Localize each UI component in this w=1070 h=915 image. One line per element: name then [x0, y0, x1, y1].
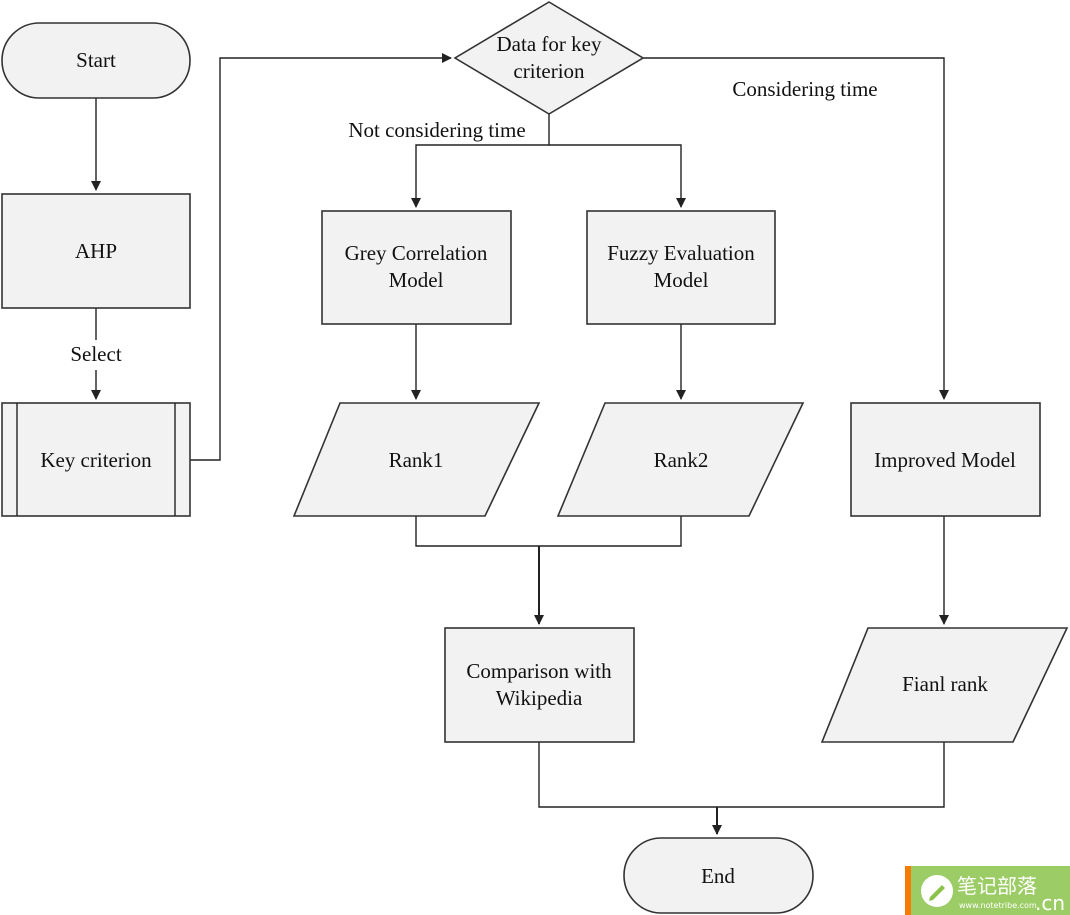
comparison-node: Comparison with Wikipedia [444, 627, 635, 743]
rank1-label: Rank1 [389, 448, 444, 472]
improved-model-node: Improved Model [850, 402, 1041, 517]
connector-split-fuzzy [549, 144, 686, 208]
fuzzy-evaluation-node: Fuzzy Evaluation Model [586, 210, 776, 325]
end-node: End [623, 837, 814, 914]
ahp-node: AHP [1, 193, 191, 309]
final-rank-node: Fianl rank [820, 627, 1069, 743]
fuzzy-evaluation-label-line2: Model [654, 268, 709, 292]
considering-time-label: Considering time [732, 77, 877, 101]
ahp-label: AHP [75, 239, 117, 263]
grey-correlation-node: Grey Correlation Model [321, 210, 512, 325]
grey-correlation-label-line2: Model [389, 268, 444, 292]
select-label: Select [70, 342, 121, 366]
comparison-label-line1: Comparison with [466, 659, 612, 683]
key-criterion-label: Key criterion [40, 448, 152, 472]
rank2-node: Rank2 [556, 402, 805, 517]
key-criterion-node: Key criterion [1, 402, 191, 517]
rank1-node: Rank1 [292, 402, 541, 517]
watermark-brand: 笔记部落 [957, 874, 1037, 898]
decision-label-line1: Data for key [497, 32, 602, 56]
improved-model-label: Improved Model [874, 448, 1016, 472]
connector-outputs-merge [538, 742, 945, 808]
fuzzy-evaluation-label-line1: Fuzzy Evaluation [607, 241, 755, 265]
connector-ranks-merge [415, 516, 682, 547]
connector-key-criterion-decision [190, 53, 452, 461]
start-node: Start [1, 22, 191, 99]
final-rank-label: Fianl rank [902, 672, 988, 696]
watermark-logo: 笔记部落 .cn www.notetribe.com [905, 866, 1070, 915]
rank2-label: Rank2 [654, 448, 709, 472]
start-label: Start [76, 48, 116, 72]
decision-label-line2: criterion [513, 59, 585, 83]
decision-node: Data for key criterion [453, 1, 645, 115]
watermark-suffix: .cn [1035, 891, 1065, 915]
connector-decision-split [411, 114, 550, 208]
connectors [91, 53, 949, 835]
not-considering-time-label: Not considering time [348, 118, 525, 142]
watermark-url: www.notetribe.com [959, 901, 1037, 910]
connector-decision-improved [643, 57, 949, 400]
comparison-label-line2: Wikipedia [496, 686, 583, 710]
grey-correlation-label-line1: Grey Correlation [345, 241, 488, 265]
end-label: End [701, 864, 735, 888]
